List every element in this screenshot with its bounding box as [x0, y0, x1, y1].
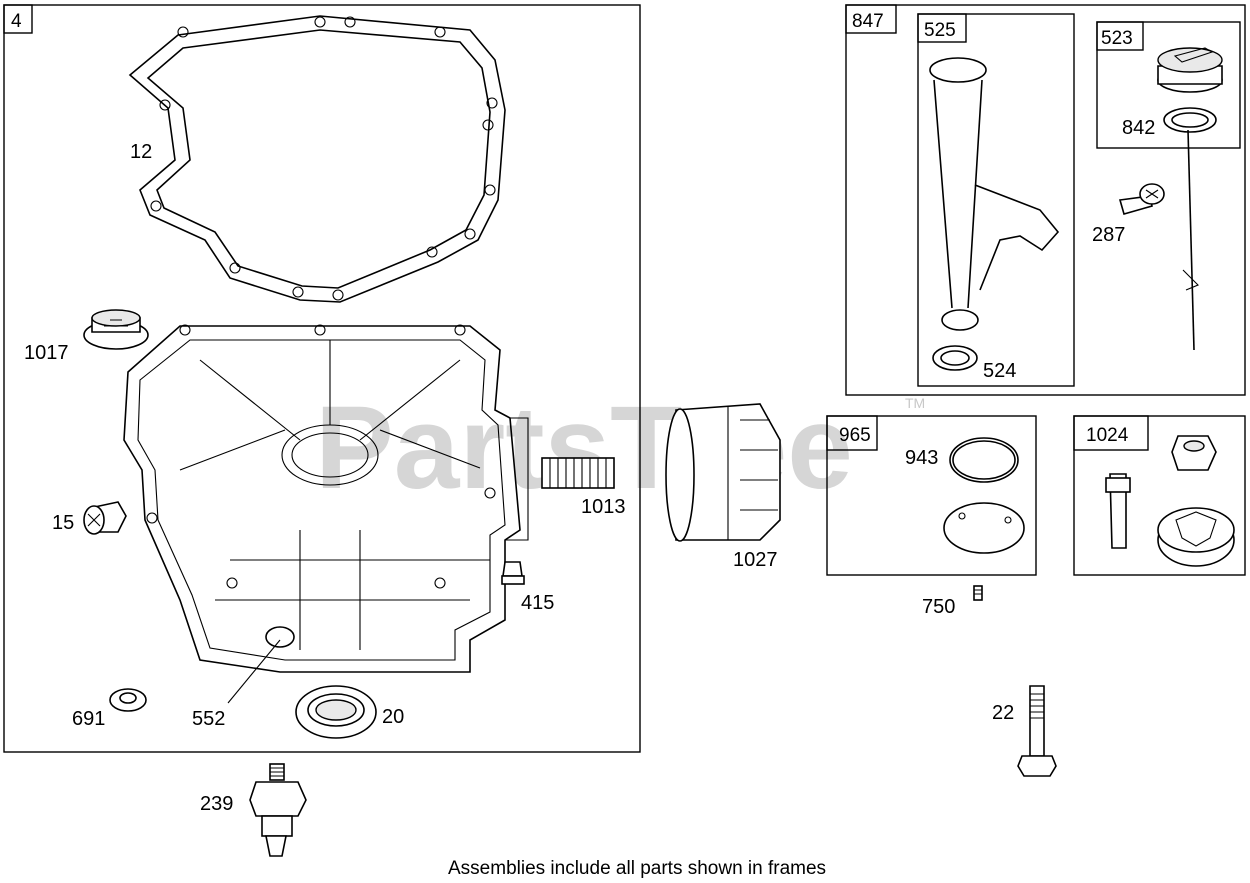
frame-847-label: 847: [852, 11, 884, 32]
label-239: 239: [200, 793, 233, 815]
label-1017: 1017: [24, 342, 69, 364]
dipstick-cap-523[interactable]: 842: [1122, 47, 1223, 351]
caption: Assemblies include all parts shown in fr…: [448, 858, 826, 879]
gasket-12[interactable]: 12: [128, 15, 506, 303]
seal-20[interactable]: 20: [295, 685, 404, 739]
pin-415[interactable]: 415: [501, 561, 554, 614]
pump-cover-plate[interactable]: [943, 502, 1025, 554]
label-20: 20: [382, 706, 404, 728]
bolt-22[interactable]: 22: [992, 685, 1057, 777]
fitting-1013[interactable]: 1013: [541, 457, 626, 518]
label-524: 524: [983, 360, 1016, 382]
tube-552[interactable]: 552: [192, 639, 281, 730]
frame-main-label: 4: [11, 11, 22, 32]
frame-1024: 1024: [1073, 415, 1246, 576]
screw-287[interactable]: 287: [1092, 183, 1165, 246]
plug-15[interactable]: 15: [52, 501, 127, 535]
washer-691[interactable]: 691: [72, 688, 147, 730]
frame-523-label: 523: [1101, 28, 1133, 49]
label-552: 552: [192, 708, 225, 730]
watermark-tm: TM: [905, 395, 925, 411]
oil-switch-239[interactable]: 239: [200, 763, 307, 857]
frame-525: 525: [917, 13, 1075, 387]
label-842: 842: [1122, 117, 1155, 139]
screw-750[interactable]: 750: [922, 585, 983, 618]
frame-1024-label: 1024: [1086, 425, 1129, 446]
frame-main: 4: [3, 4, 641, 753]
breather-1017[interactable]: 1017: [24, 309, 149, 364]
label-691: 691: [72, 708, 105, 730]
label-1027: 1027: [733, 549, 778, 571]
crankcase-housing[interactable]: [123, 324, 529, 673]
oil-filter-1027[interactable]: 1027: [665, 403, 781, 571]
label-22: 22: [992, 702, 1014, 724]
label-12: 12: [130, 141, 152, 163]
frame-965-label: 965: [839, 425, 871, 446]
label-287: 287: [1092, 224, 1125, 246]
rotor-assembly[interactable]: [1105, 435, 1235, 567]
label-415: 415: [521, 592, 554, 614]
frame-965: 965: [826, 415, 1037, 576]
label-750: 750: [922, 596, 955, 618]
frame-525-label: 525: [924, 20, 956, 41]
label-943: 943: [905, 447, 938, 469]
label-15: 15: [52, 512, 74, 534]
label-1013: 1013: [581, 496, 626, 518]
o-ring-943[interactable]: 943: [905, 437, 1019, 483]
frame-847: 847: [845, 4, 1246, 396]
frame-523: 523: [1096, 21, 1241, 149]
dipstick-tube-525[interactable]: 524: [929, 57, 1060, 382]
